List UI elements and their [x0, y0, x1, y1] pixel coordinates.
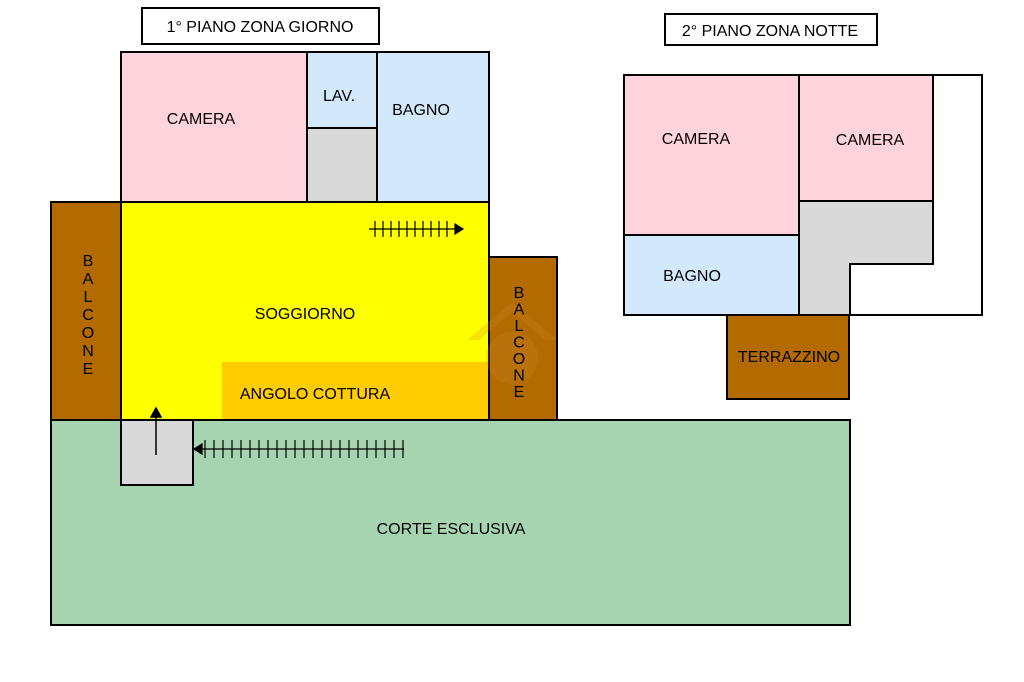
stair-arrow-lower — [192, 440, 404, 458]
label-lav: LAV. — [323, 88, 355, 105]
room-bagno-second — [623, 234, 800, 316]
label-corte-esclusiva: CORTE ESCLUSIVA — [377, 521, 526, 538]
room-camera-first — [120, 51, 308, 203]
label-angolo-cottura: ANGOLO COTTURA — [240, 386, 391, 403]
watermark-logo — [467, 302, 557, 384]
label-terrazzino: TERRAZZINO — [738, 349, 840, 366]
room-balcone-right — [488, 256, 558, 421]
room-angolo-cottura — [222, 362, 488, 419]
entry-arrow-up — [149, 406, 163, 455]
second-floor-title: 2° PIANO ZONA NOTTE — [682, 23, 858, 40]
stair-landing-first — [120, 419, 194, 486]
room-balcone-left — [50, 201, 122, 421]
label-camera-first: CAMERA — [167, 111, 236, 128]
first-floor: 1° PIANO ZONA GIORNO CORTE ESCLUSIVA SOG… — [50, 7, 851, 626]
label-camera-second-2: CAMERA — [836, 132, 905, 149]
room-terrazzino — [726, 314, 850, 400]
first-floor-title: 1° PIANO ZONA GIORNO — [167, 19, 354, 36]
label-soggiorno: SOGGIORNO — [255, 306, 355, 323]
second-floor-title-box — [664, 13, 878, 46]
second-floor: 2° PIANO ZONA NOTTE CAMERA CAMERA BAGNO … — [623, 13, 983, 400]
room-disimpegno-first — [306, 127, 378, 203]
room-camera-second-2 — [798, 74, 934, 202]
stair-arrow-upper — [369, 221, 465, 237]
label-camera-second-1: CAMERA — [662, 131, 731, 148]
label-bagno-first: BAGNO — [392, 102, 450, 119]
room-camera-second-1 — [623, 74, 800, 236]
label-bagno-second: BAGNO — [663, 268, 721, 285]
room-bagno-first — [376, 51, 490, 203]
first-floor-title-box — [141, 7, 380, 45]
